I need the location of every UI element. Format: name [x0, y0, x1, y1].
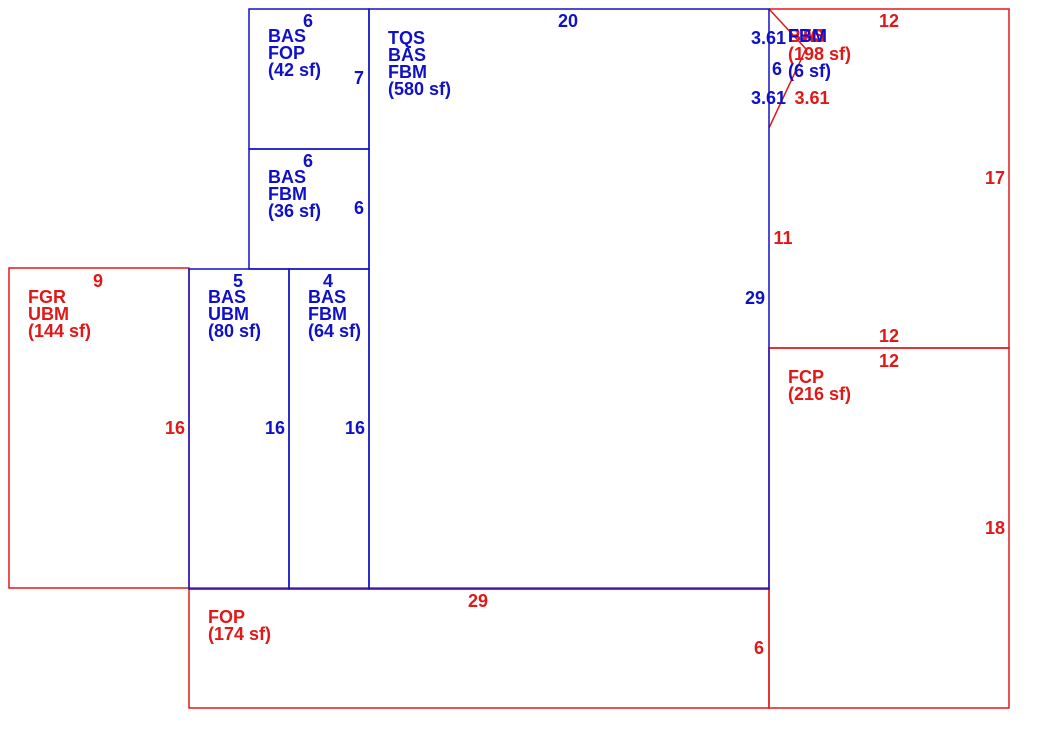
dim-pto-top: 12: [879, 11, 899, 31]
bay-red-label: PTO BAS (198 sf): [788, 26, 851, 64]
bay-blue-label: FBM (6 sf): [788, 26, 832, 81]
dimension-labels: 20 29 6 7 6 6 5 16 4 16 9 16 29 6 3.61 3…: [93, 11, 1005, 658]
fgr-ubm-label: FGR UBM (144 sf): [28, 287, 91, 341]
dim-bay-red-diag: 3.61: [794, 88, 829, 108]
tqs-fbm-label: TQS BAS FBM (580 sf): [388, 28, 451, 99]
dim-fbm-small-right: 6: [354, 198, 364, 218]
dim-fcp-top: 12: [879, 351, 899, 371]
dim-pto-bottom: 12: [879, 326, 899, 346]
dim-ubm-top: 5: [233, 271, 243, 291]
dim-bay-side: 6: [772, 59, 782, 79]
area-labels: TQS BAS FBM (580 sf) BAS FOP (42 sf) BAS…: [28, 26, 851, 644]
bas-fbm-right-room: [288, 268, 370, 590]
dim-bay-diag-bottom: 3.61: [751, 88, 786, 108]
dim-fcp-right: 18: [985, 518, 1005, 538]
dim-fop-small-top: 6: [303, 11, 313, 31]
dim-fgr-top: 9: [93, 271, 103, 291]
dim-pto-left: 11: [773, 228, 792, 248]
blue-structures: [188, 8, 770, 590]
bas-fbm-right-label: BAS FBM (64 sf): [308, 287, 361, 341]
dim-fop-small-right: 7: [354, 68, 364, 88]
bas-fop-label: BAS FOP (42 sf): [268, 26, 321, 80]
bas-fbm-small-label: BAS FBM (36 sf): [268, 167, 321, 221]
dim-pto-right: 17: [985, 168, 1005, 188]
dim-fbm-small-top: 6: [303, 151, 313, 171]
bas-ubm-label: BAS UBM (80 sf): [208, 287, 261, 341]
dim-bay-diag-top: 3.61: [751, 28, 786, 48]
dim-fbm-right-top: 4: [323, 271, 333, 291]
bay-red-outline: [768, 8, 807, 129]
pto-room: [769, 8, 1010, 349]
fcp-label: FCP (216 sf): [788, 367, 851, 404]
dim-main-right: 29: [745, 288, 765, 308]
dim-fop-top: 29: [468, 591, 488, 611]
dim-fop-right: 6: [754, 638, 764, 658]
red-structures: [8, 8, 1010, 709]
dim-fgr-right: 16: [165, 418, 185, 438]
fop-bottom-label: FOP (174 sf): [208, 607, 271, 644]
dim-ubm-right: 16: [265, 418, 285, 438]
dim-main-top: 20: [558, 11, 578, 31]
dim-fbm-right-right: 16: [345, 418, 365, 438]
